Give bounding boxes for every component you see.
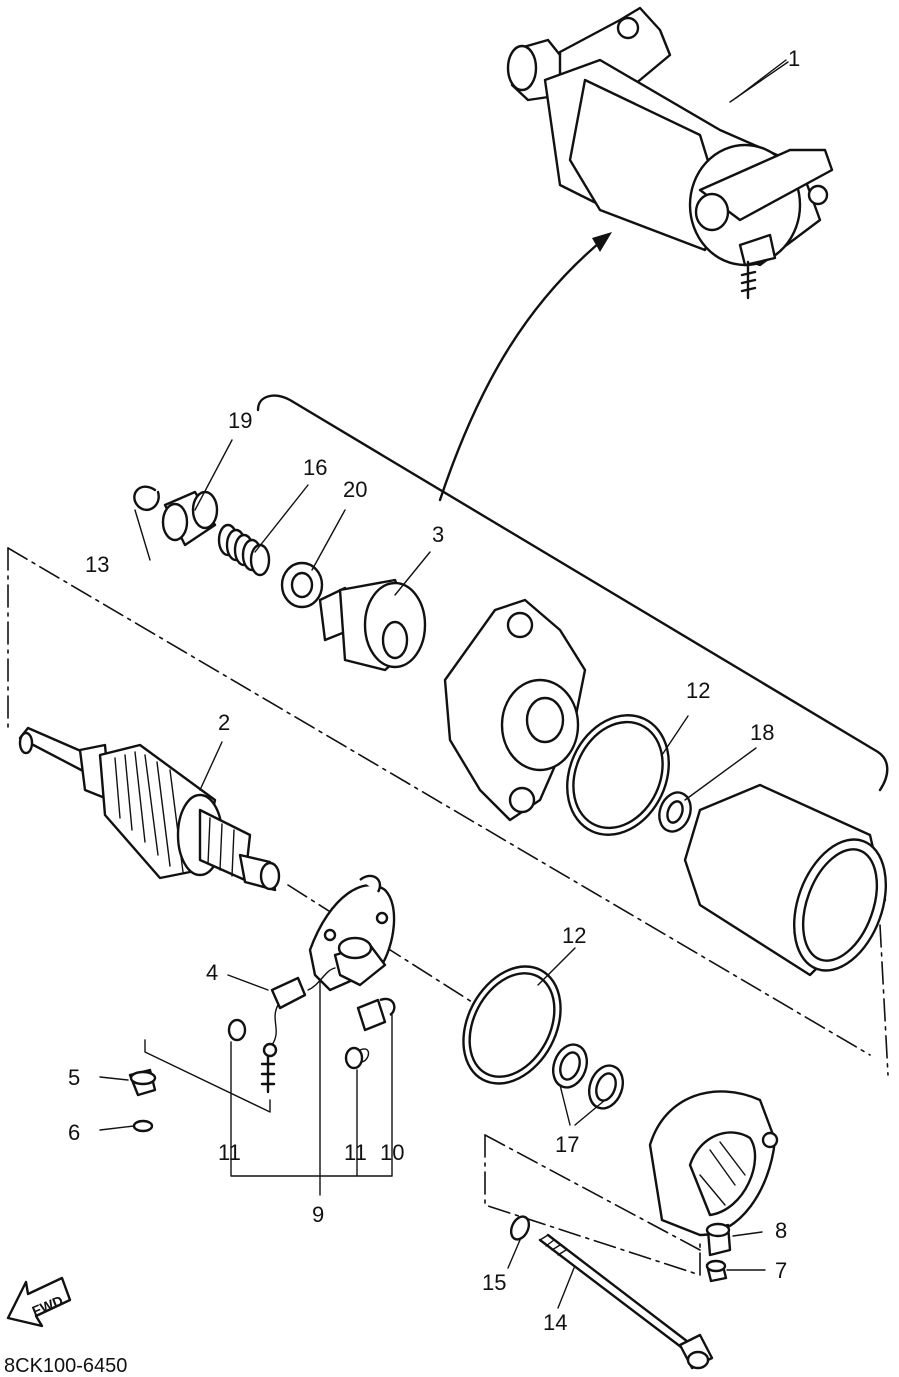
callout-15: 15 (482, 1270, 506, 1295)
brush-spring-right-part (344, 1046, 370, 1070)
spring-part (217, 523, 271, 577)
callout-12-upper: 12 (686, 678, 710, 703)
o-ring-upper-part (566, 714, 670, 836)
callout-labels: 1 19 16 20 3 13 12 2 18 12 4 5 6 17 11 1… (68, 46, 800, 1335)
o-ring-lower-part (462, 965, 562, 1085)
callout-14: 14 (543, 1310, 567, 1335)
callout-11-right: 11 (344, 1140, 367, 1165)
collar-part (161, 490, 219, 547)
armature-part (18, 726, 281, 892)
callout-9: 9 (312, 1202, 324, 1227)
callout-12-lower: 12 (562, 923, 586, 948)
guide-lines (7, 547, 889, 1276)
washer-o-part (509, 1215, 531, 1241)
callout-1: 1 (788, 46, 800, 71)
brush-holder-plate-part (308, 874, 396, 992)
callout-13: 13 (85, 552, 109, 577)
callout-4: 4 (206, 960, 218, 985)
washer-part (280, 561, 324, 609)
callout-10: 10 (380, 1140, 404, 1165)
callout-2: 2 (218, 710, 230, 735)
nut-part (128, 1068, 157, 1097)
grommet-part (705, 1222, 732, 1257)
callout-6: 6 (68, 1120, 80, 1145)
callout-19: 19 (228, 408, 252, 433)
leader-lines (99, 59, 787, 1309)
callout-3: 3 (432, 522, 444, 547)
rear-cover-part (648, 1090, 779, 1237)
fwd-arrow-icon: FWD (6, 1276, 72, 1328)
through-bolt-part (538, 1233, 714, 1370)
callout-18: 18 (750, 720, 774, 745)
callout-7: 7 (775, 1258, 787, 1283)
callout-5: 5 (68, 1065, 80, 1090)
washer-tiny-part (132, 1119, 154, 1133)
callout-17: 17 (555, 1132, 579, 1157)
callout-11-left: 11 (218, 1140, 241, 1165)
brush-part (356, 997, 396, 1032)
brush-set-part (260, 967, 336, 1094)
group-bracket (256, 394, 889, 792)
diagram-code: 8CK100-6450 (4, 1355, 127, 1377)
assembly-arrow (438, 232, 612, 502)
washer-small-part (658, 791, 692, 833)
yoke-part (683, 783, 888, 977)
callout-8: 8 (775, 1218, 787, 1243)
front-cover-part (443, 598, 587, 822)
starter-clutch-part (318, 578, 427, 672)
brush-spring-left-part (227, 1018, 247, 1042)
callout-16: 16 (303, 455, 327, 480)
small-nut-part (705, 1259, 728, 1283)
callout-20: 20 (343, 477, 367, 502)
circlip-part (133, 485, 160, 512)
washer-pair-part (551, 1043, 625, 1110)
grouping-lines (144, 979, 393, 1196)
starter-motor-assembly (506, 6, 834, 300)
